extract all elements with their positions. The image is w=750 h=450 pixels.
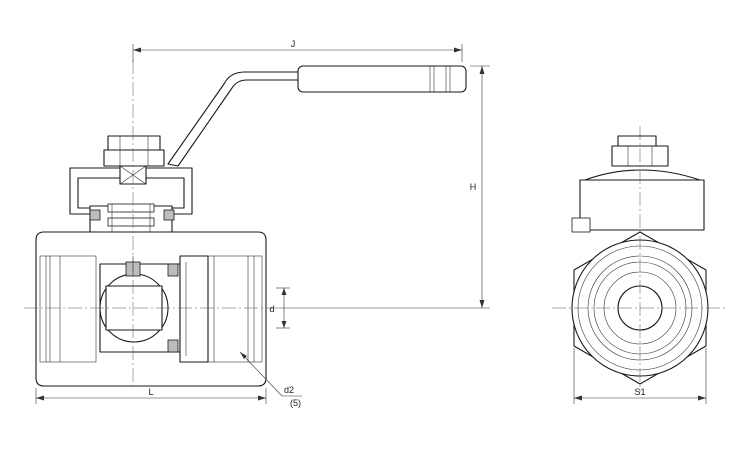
dimension-h-label: H <box>470 182 477 192</box>
bonnet <box>69 165 193 257</box>
dimension-j: J <box>132 39 463 62</box>
dimension-d2: d2 (5) <box>239 351 302 408</box>
dimension-j-label: J <box>291 39 296 49</box>
dimension-l: L <box>35 387 267 404</box>
dimension-h: H <box>280 65 490 309</box>
dimension-s1: S1 <box>573 348 707 404</box>
dimension-s1-label: S1 <box>634 387 645 397</box>
side-section-view: J H d L <box>24 39 490 408</box>
dimension-d2-note: (5) <box>290 398 301 408</box>
front-bonnet <box>571 169 705 233</box>
dimension-d2-label: d2 <box>284 385 294 395</box>
dimension-d-label: d <box>269 304 274 314</box>
dimension-l-label: L <box>148 387 153 397</box>
dimension-d: d <box>269 287 290 329</box>
stem-nut <box>103 135 165 167</box>
handle-lever <box>167 65 467 167</box>
front-end-view: S1 <box>552 126 728 404</box>
